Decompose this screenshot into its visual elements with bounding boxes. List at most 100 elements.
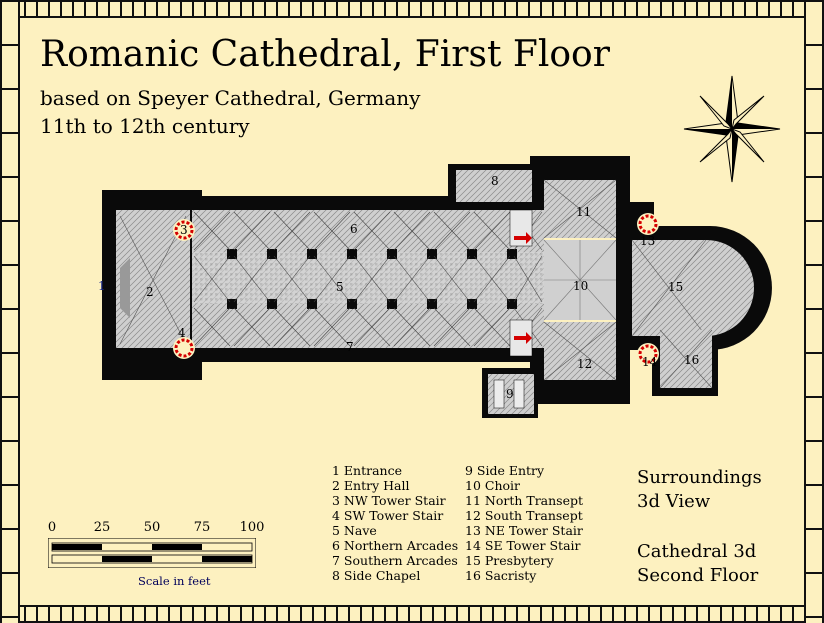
plan-label-7: 7 (346, 340, 354, 354)
vault-rib (353, 255, 391, 303)
plan-label-4: 4 (178, 326, 186, 340)
nave-pier (267, 299, 277, 309)
border-left (0, 0, 20, 623)
border-bottom (0, 605, 824, 623)
plan-label-11: 11 (576, 205, 591, 219)
nave-pier (307, 249, 317, 259)
nave-pier (267, 249, 277, 259)
stair-towers (173, 213, 659, 365)
nave-piers (227, 249, 517, 309)
side-chapel (456, 170, 532, 202)
nave-pier (467, 299, 477, 309)
sacristy (659, 329, 713, 389)
compass-rose-icon (683, 75, 781, 183)
vault-rib (313, 307, 351, 347)
legend-item: 11 North Transept (465, 493, 584, 508)
legend-item: 12 South Transept (465, 508, 583, 523)
scale-tick-label: 25 (93, 520, 111, 535)
floor-plan: 1 2 3 4 5 6 7 8 9 10 11 12 13 14 15 16 (98, 156, 772, 418)
legend-item: 13 NE Tower Stair (465, 523, 583, 538)
legend-item: 1 Entrance (332, 463, 403, 478)
plan-labels: 1 2 3 4 5 6 7 8 9 10 11 12 13 14 15 16 (98, 174, 699, 401)
plan-label-9: 9 (506, 387, 514, 401)
legend-item: 4 SW Tower Stair (332, 508, 444, 523)
border-right (804, 0, 824, 623)
legend-item: 15 Presbytery (465, 553, 554, 568)
vault-rib (473, 307, 511, 347)
vault-rib (393, 307, 431, 347)
surroundings-link-line1: Surroundings (637, 467, 762, 488)
vault-rib (433, 211, 471, 251)
vault-rib (233, 307, 271, 347)
plan-label-8: 8 (491, 174, 499, 188)
nave-pier (507, 299, 517, 309)
cathedral-link-line1: Cathedral 3d (637, 541, 757, 562)
vault-rib (433, 255, 471, 303)
legend-item: 8 Side Chapel (332, 568, 421, 583)
page-title: Romanic Cathedral, First Floor (40, 34, 610, 75)
scale-tick-label: 100 (239, 520, 265, 535)
nave-pier (227, 249, 237, 259)
nave-pier (227, 299, 237, 309)
vault-rib (513, 255, 543, 303)
choir (543, 239, 617, 321)
plan-label-2: 2 (146, 285, 154, 299)
nave-pier (387, 249, 397, 259)
plan-label-12: 12 (577, 357, 592, 371)
cathedral-link-line2: Second Floor (637, 565, 759, 586)
legend-item: 14 SE Tower Stair (465, 538, 581, 553)
border-top (0, 0, 824, 18)
cathedral-second-floor-link[interactable]: Cathedral 3d Second Floor (637, 540, 758, 588)
nave-pier (427, 299, 437, 309)
vault-rib (313, 255, 351, 303)
side-entry (488, 374, 534, 414)
subtitle-source: based on Speyer Cathedral, Germany (40, 86, 421, 110)
scale-graphic (48, 538, 256, 568)
nave (192, 210, 544, 348)
scale-caption: Scale in feet (138, 574, 211, 588)
nave-pier (307, 299, 317, 309)
nave-pier (347, 249, 357, 259)
vault-rib (433, 307, 471, 347)
transepts (543, 179, 617, 381)
vault-rib (193, 255, 231, 303)
choir-steps (509, 209, 533, 357)
vault-rib (273, 307, 311, 347)
scale-tick-label: 50 (143, 520, 161, 535)
legend-item: 10 Choir (465, 478, 520, 493)
legend-item: 2 Entry Hall (332, 478, 410, 493)
plan-label-15: 15 (668, 280, 683, 294)
nave-pier (347, 299, 357, 309)
legend-item: 7 Southern Arcades (332, 553, 458, 568)
nave-pier (427, 249, 437, 259)
vault-rib (193, 307, 231, 347)
surroundings-link[interactable]: Surroundings 3d View (637, 466, 762, 514)
vault-rib (353, 211, 391, 251)
legend-item: 9 Side Entry (465, 463, 545, 478)
legend-item: 16 Sacristy (465, 568, 537, 583)
plan-label-16: 16 (684, 353, 699, 367)
vault-rib (473, 255, 511, 303)
surroundings-link-line2: 3d View (637, 491, 711, 512)
legend-item: 5 Nave (332, 523, 377, 538)
vault-rib (273, 255, 311, 303)
scale-tick-label: 0 (47, 520, 57, 535)
nave-vaults (193, 211, 543, 347)
nave-pier (507, 249, 517, 259)
map-canvas: Romanic Cathedral, First Floor based on … (20, 18, 804, 605)
vault-rib (473, 211, 511, 251)
legend-item: 6 Northern Arcades (332, 538, 459, 553)
subtitle-date: 11th to 12th century (40, 114, 250, 138)
vault-rib (233, 211, 271, 251)
nave-pier (387, 299, 397, 309)
vault-rib (393, 211, 431, 251)
vault-rib (353, 307, 391, 347)
vault-rib (193, 211, 231, 251)
plan-label-5: 5 (336, 280, 344, 294)
legend-item: 3 NW Tower Stair (332, 493, 446, 508)
vault-rib (313, 211, 351, 251)
plan-label-10: 10 (573, 279, 588, 293)
plan-label-14: 14 (642, 355, 658, 369)
